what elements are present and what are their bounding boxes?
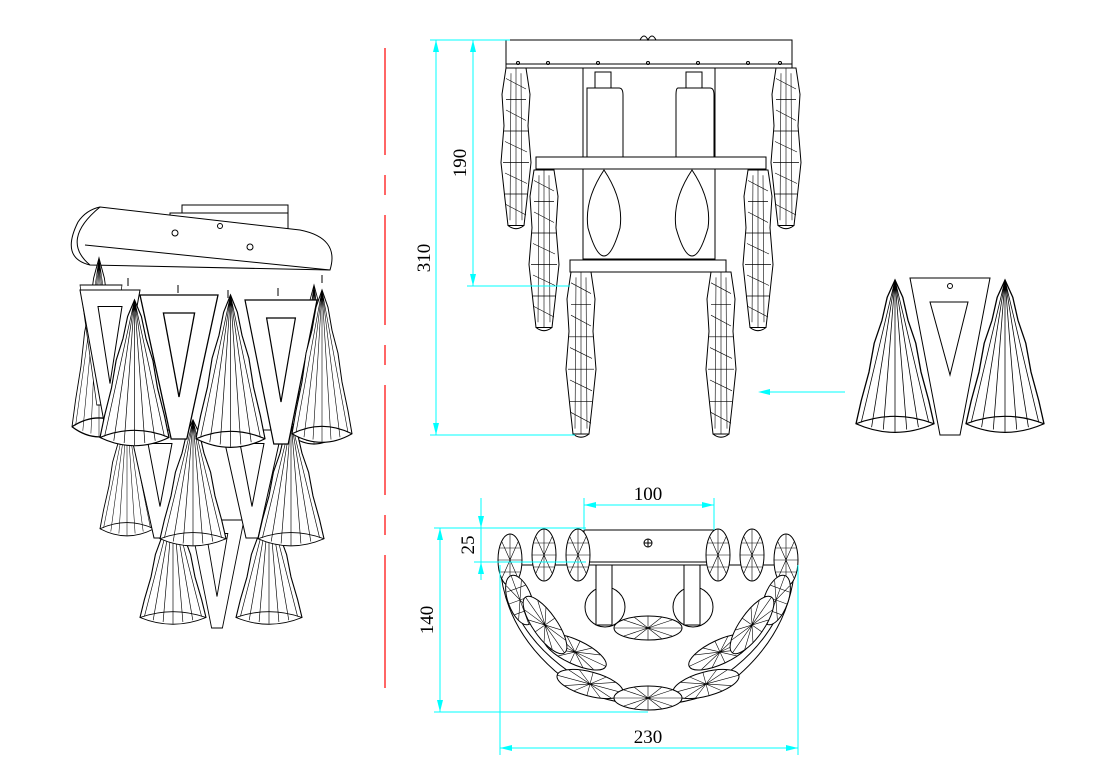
perspective-view — [70, 204, 353, 629]
dimension-label-height-total: 310 — [414, 244, 435, 273]
bottom-view — [497, 528, 799, 711]
dimension-lines — [430, 39, 845, 755]
crystal-detail-view — [855, 277, 1045, 436]
dimension-label-height-upper: 190 — [450, 149, 471, 178]
front-view — [500, 35, 802, 438]
dimension-label-backplate-depth: 25 — [458, 536, 479, 555]
dimension-label-depth-total: 140 — [417, 606, 438, 635]
dimension-label-backplate-width: 100 — [634, 484, 663, 505]
dimension-label-width-total: 230 — [634, 727, 663, 748]
